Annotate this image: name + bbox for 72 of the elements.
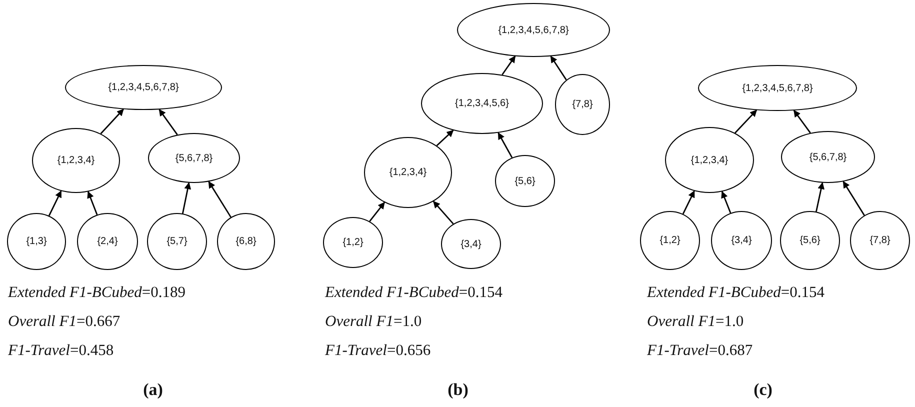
ellipse-node xyxy=(323,217,383,268)
arrow xyxy=(158,108,178,136)
ellipse-node xyxy=(421,73,543,134)
node-label: {1,3} xyxy=(26,236,47,247)
node-label: {1,2,3,4,5,6,7,8} xyxy=(498,24,569,36)
arrow xyxy=(208,181,232,218)
ellipse-node xyxy=(780,211,840,270)
ellipse-node xyxy=(217,213,275,270)
arrow xyxy=(432,200,454,224)
node-label: {1,2,3,4} xyxy=(690,154,728,166)
arrow xyxy=(721,191,732,214)
metric-text: F1-Travel=0.687 xyxy=(647,342,753,361)
node-label: {1,2,3,4,5,6,7,8} xyxy=(108,82,179,93)
node-label: {1,2,3,4,5,6} xyxy=(455,98,509,109)
panel-label: (a) xyxy=(143,380,163,400)
arrow xyxy=(48,190,62,216)
node-label: {1,2,3,4} xyxy=(57,155,95,166)
node-label: {1,2,3,4,5,6,7,8} xyxy=(742,82,813,94)
arrow xyxy=(100,108,124,134)
node-label: {5,6,7,8} xyxy=(809,152,847,162)
arrow xyxy=(369,202,385,222)
node-label: {1,2,3,4} xyxy=(389,167,427,178)
ellipse-node xyxy=(495,155,555,207)
ellipse-node xyxy=(555,74,610,135)
arrow xyxy=(793,110,811,134)
ellipse-node xyxy=(32,128,120,193)
ellipse-node xyxy=(364,137,452,208)
ellipse-node xyxy=(441,219,501,269)
arrow xyxy=(550,56,567,80)
arrow xyxy=(436,130,454,146)
node-label: {5,6} xyxy=(514,176,536,186)
node-label: {2,4} xyxy=(97,236,118,247)
ellipse-node xyxy=(711,211,772,270)
panel-label: (b) xyxy=(448,380,468,400)
metric-text: Overall F1=1.0 xyxy=(647,313,744,332)
node-label: {6,8} xyxy=(236,236,256,247)
arrow xyxy=(498,132,513,158)
metric-text: Overall F1=1.0 xyxy=(325,313,422,332)
metric-text: F1-Travel=0.458 xyxy=(8,342,114,361)
node-label: {7,8} xyxy=(870,235,890,246)
metric-text: Overall F1=0.667 xyxy=(8,313,120,332)
node-label: {1,2} xyxy=(342,237,364,248)
node-label: {5,7} xyxy=(166,236,188,247)
node-label: {5,6,7,8} xyxy=(175,152,213,164)
arrow xyxy=(734,110,758,134)
arrow xyxy=(682,190,695,214)
node-label: {1,2} xyxy=(660,235,680,246)
metric-text: F1-Travel=0.656 xyxy=(325,342,431,361)
ellipse-node xyxy=(698,65,857,111)
ellipse-node xyxy=(850,211,910,270)
arrow xyxy=(502,56,516,76)
ellipse-node xyxy=(457,3,610,57)
node-label: {3,4} xyxy=(460,238,482,250)
ellipse-node xyxy=(148,133,240,183)
arrow xyxy=(842,181,865,216)
metric-text: Extended F1-BCubed=0.189 xyxy=(8,284,186,303)
ellipse-node xyxy=(7,213,66,270)
ellipse-node xyxy=(77,213,138,270)
node-label: {5,6} xyxy=(800,235,820,246)
panel-label: (c) xyxy=(754,380,772,400)
ellipse-node xyxy=(781,131,875,183)
metric-text: Extended F1-BCubed=0.154 xyxy=(647,284,824,303)
ellipse-node xyxy=(147,213,207,270)
metric-text: Extended F1-BCubed=0.154 xyxy=(325,284,502,303)
arrow xyxy=(87,191,98,215)
node-label: {3,4} xyxy=(731,235,752,246)
node-label: {7,8} xyxy=(572,99,593,110)
ellipse-node xyxy=(65,65,222,110)
ellipse-node xyxy=(640,211,700,270)
arrow xyxy=(816,182,825,212)
ellipse-node xyxy=(665,127,754,193)
arrow xyxy=(182,182,192,214)
